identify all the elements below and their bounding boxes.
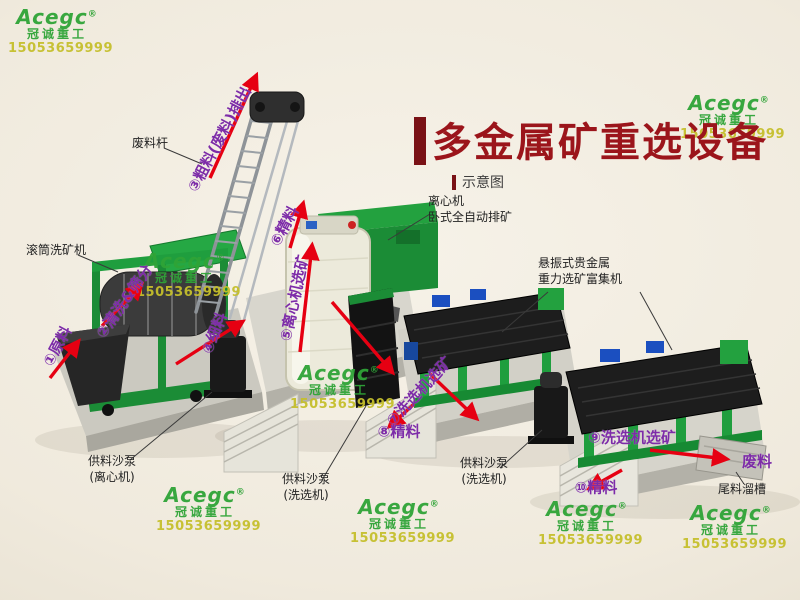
arrow-step10 (585, 468, 623, 491)
arrow-step3 (208, 71, 259, 179)
feed-pump-washer1 (348, 288, 400, 408)
watermark-company: 冠诚重工 (154, 271, 215, 286)
label-waste-rod: 废料杆 (132, 136, 169, 150)
watermark-phone: 15053659999 (290, 396, 395, 412)
watermark-phone: 15053659999 (136, 284, 241, 300)
label-pointer-lines (77, 147, 745, 485)
watermark-phone: 15053659999 (156, 518, 261, 534)
watermark: Acegc® 冠诚重工 15053659999 (682, 501, 787, 552)
page-title: 多金属矿重选设备 (432, 120, 768, 166)
arrow-waste (649, 448, 731, 467)
arrow-step8 (386, 402, 416, 430)
label-feed-pump-centrifuge: 供料沙泵 (离心机) (88, 454, 136, 485)
label-centrifuge: 离心机 卧式全自动排矿 (428, 194, 512, 225)
flow-label-step8: ⑧精料 (377, 422, 421, 441)
watermark-brand: Acegc® (16, 5, 98, 29)
watermark-company: 冠诚重工 (700, 523, 761, 538)
label-pump1-line1: 供料沙泵 (88, 454, 137, 468)
watermark-brand: Acegc® (358, 495, 440, 519)
watermark: Acegc® 冠诚重工 15053659999 (156, 483, 261, 534)
watermark-phone: 15053659999 (350, 530, 455, 546)
feed-pump-washer2 (528, 372, 574, 444)
arrow-centrifuge-to-washer (330, 300, 396, 376)
subtitle-text: 示意图 (462, 175, 504, 191)
watermark: Acegc® 冠诚重工 15053659999 (538, 497, 643, 548)
watermark-company: 冠诚重工 (698, 113, 759, 128)
arrow-step4 (175, 319, 246, 366)
watermark-phone: 15053659999 (8, 40, 113, 56)
watermark-brand: Acegc® (546, 497, 628, 521)
label-concentrator-line1: 悬振式贵金属 (538, 256, 611, 270)
watermark-brand: Acegc® (164, 483, 246, 507)
watermark-company: 冠诚重工 (556, 519, 617, 534)
watermark-company: 冠诚重工 (174, 505, 235, 520)
watermark-brand: Acegc® (298, 361, 380, 385)
watermark: Acegc® 冠诚重工 15053659999 (290, 361, 395, 412)
label-tail-chute: 尾料溜槽 (718, 482, 767, 496)
label-pump1-line2: (离心机) (89, 469, 135, 484)
label-pump3-line1: 供料沙泵 (460, 456, 509, 470)
arrow-step6 (288, 199, 308, 249)
label-pump3-line2: (洗选机) (461, 471, 507, 486)
watermark-company: 冠诚重工 (368, 517, 429, 532)
arrow-step7 (428, 372, 480, 422)
flow-label-step10: ⑩精料 (574, 478, 618, 497)
watermark-company: 冠诚重工 (26, 27, 87, 42)
arrow-step1 (48, 338, 81, 380)
watermark-phone: 15053659999 (538, 532, 643, 548)
label-concentrator-line2: 重力选矿富集机 (538, 271, 623, 286)
centrifuge-machine (285, 202, 438, 391)
title-accent-bar (414, 117, 426, 165)
watermark: Acegc® 冠诚重工 15053659999 (136, 249, 241, 300)
watermark-phone: 15053659999 (680, 126, 785, 142)
label-centrifuge-line1: 离心机 (428, 194, 465, 208)
subtitle: 示意图 (452, 172, 504, 192)
watermark-brand: Acegc® (690, 501, 772, 525)
label-pump2-line2: (洗选机) (283, 487, 329, 502)
top-roller (249, 91, 305, 123)
waste-discharge-ladder (194, 91, 305, 322)
washer-machine-1 (403, 288, 571, 408)
arrow-step5 (298, 241, 320, 353)
flow-label-step9: ⑨洗选机选矿 (588, 428, 676, 447)
label-feed-pump-washer2: 供料沙泵 (洗选机) (460, 456, 508, 487)
label-drum-washer: 滚筒洗矿机 (26, 243, 87, 257)
watermark-brand: Acegc® (144, 249, 226, 273)
label-pump2-line1: 供料沙泵 (282, 472, 331, 486)
watermark: Acegc® 冠诚重工 15053659999 (8, 5, 113, 56)
arrow-step2 (100, 281, 145, 328)
watermark-company: 冠诚重工 (308, 383, 369, 398)
washer-machine-2 (565, 340, 763, 468)
subtitle-accent-bar (452, 174, 456, 190)
watermark-brand: Acegc® (688, 91, 770, 115)
watermark-phone: 15053659999 (682, 536, 787, 552)
label-centrifuge-line2: 卧式全自动排矿 (428, 209, 513, 224)
watermark: Acegc® 冠诚重工 15053659999 (680, 91, 785, 142)
label-feed-pump-washer1: 供料沙泵 (洗选机) (282, 472, 330, 503)
flow-label-waste: 废料 (741, 452, 773, 471)
watermark: Acegc® 冠诚重工 15053659999 (350, 495, 455, 546)
label-concentrator: 悬振式贵金属 重力选矿富集机 (538, 256, 622, 287)
